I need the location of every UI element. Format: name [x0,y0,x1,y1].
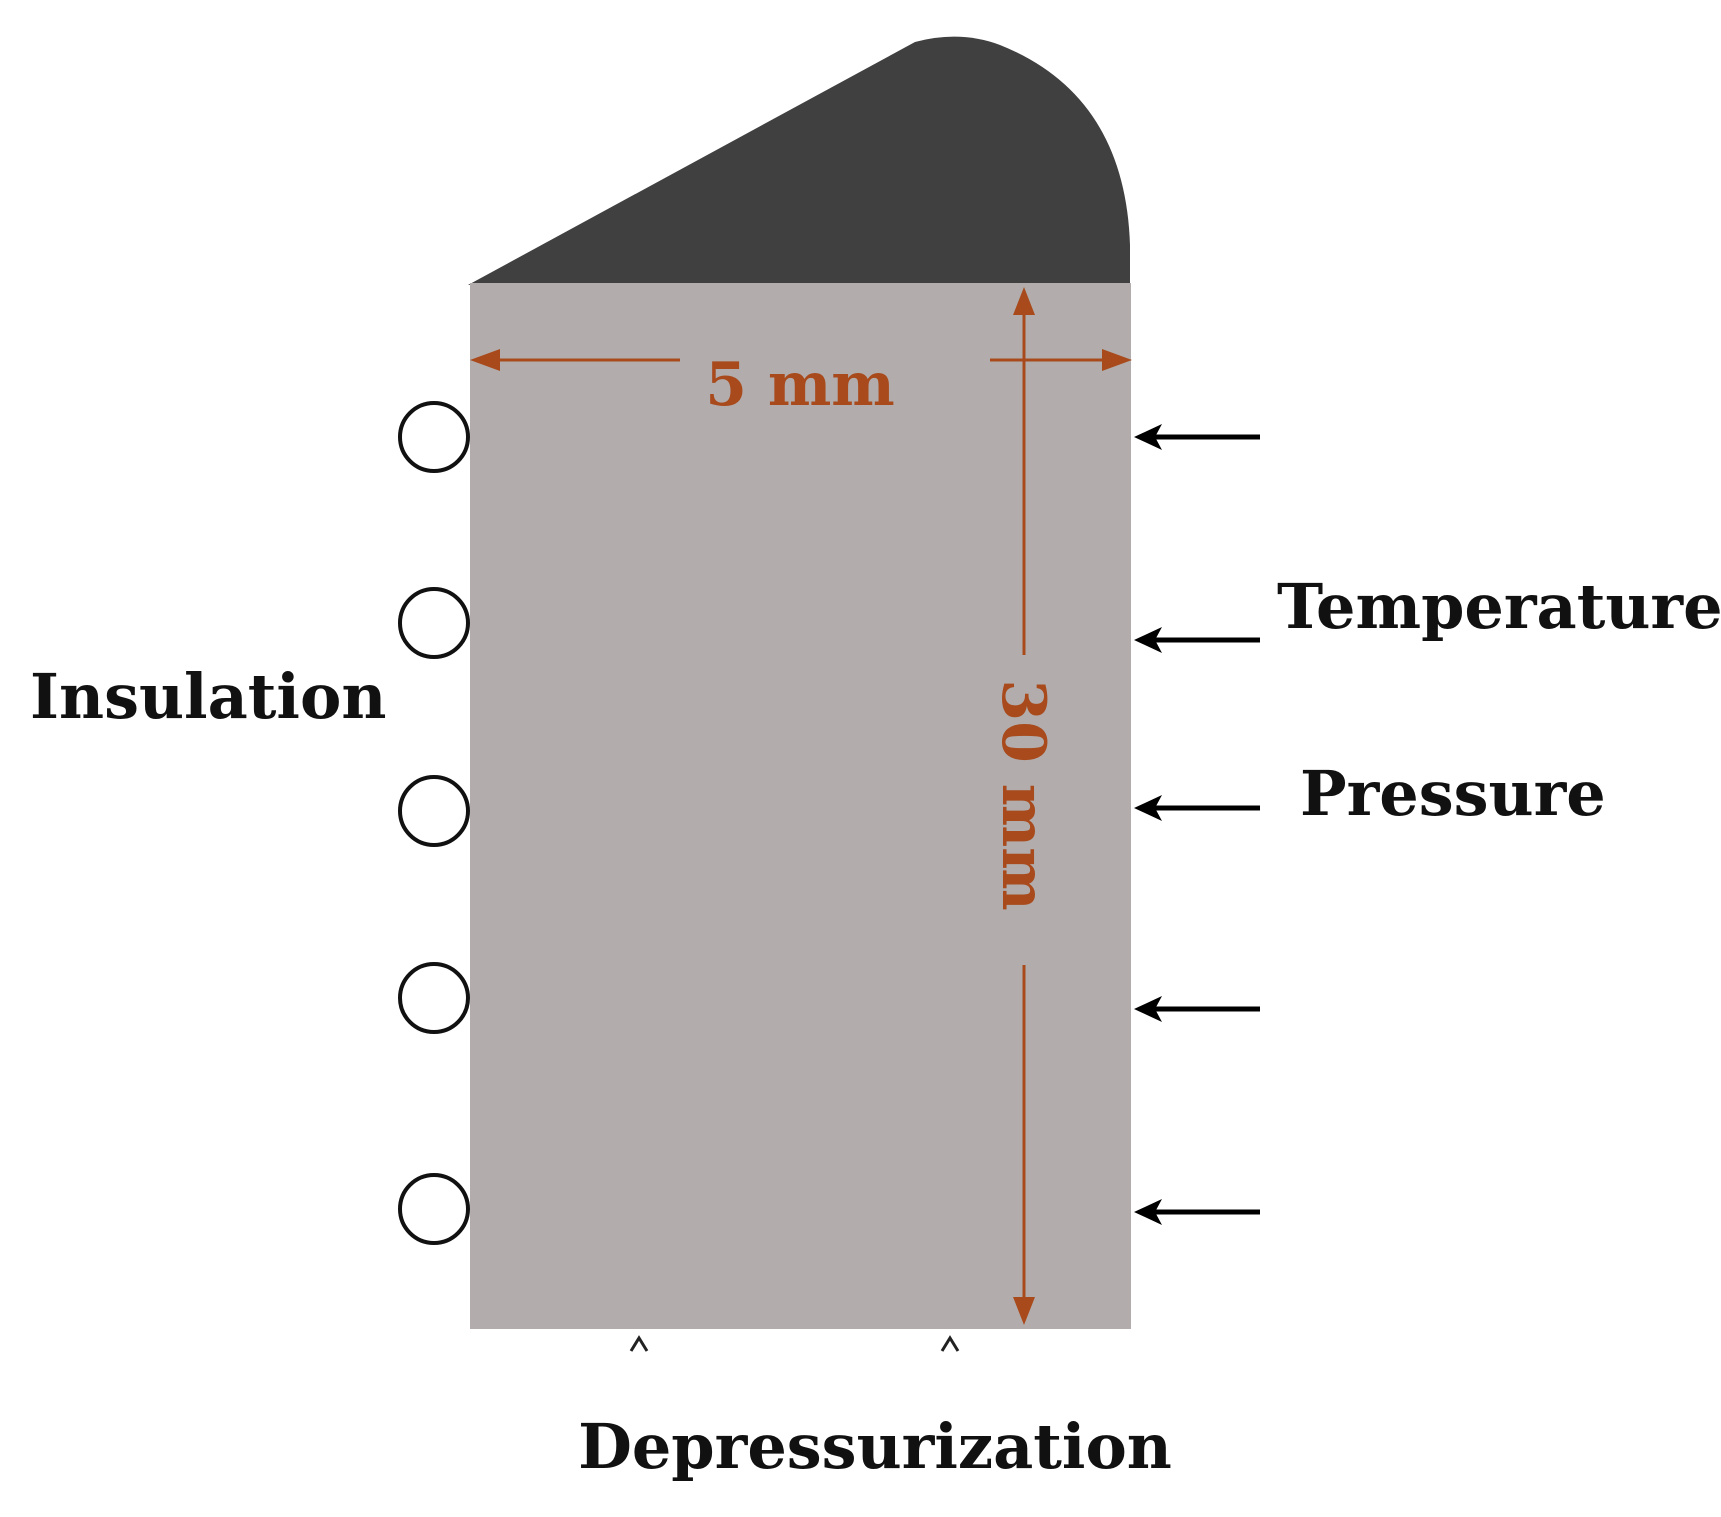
height-dimension [1013,287,1035,1325]
depressurization-caret [629,1335,649,1352]
insulation-label: Insulation [30,660,386,733]
height-dimension-arrow-bottom [1013,1297,1035,1325]
depressurization-marks [629,1335,960,1352]
pressure-label: Pressure [1300,757,1606,830]
depressurization-label: Depressurization [578,1410,1172,1483]
insulation-circle [398,962,470,1034]
pressure-arrows [1134,424,1260,1225]
boundary-arrow-head [1134,795,1162,821]
insulation-circle [398,587,470,659]
boundary-arrow-head [1134,627,1162,653]
sample-cap [468,36,1130,285]
width-dimension-label: 5 mm [705,350,895,420]
boundary-arrow-head [1134,424,1162,450]
height-dimension-arrow-top [1013,287,1035,315]
sample-body [470,283,1131,1329]
insulation-circle [398,775,470,847]
depressurization-caret [940,1335,960,1352]
insulation-markers [398,401,470,1245]
boundary-arrow-head [1134,1199,1162,1225]
width-dimension [470,349,1132,371]
insulation-circle [398,1173,470,1245]
boundary-arrow-head [1134,996,1162,1022]
width-dimension-arrow-left [470,349,500,371]
temperature-label: Temperature [1277,570,1721,643]
insulation-circle [398,401,470,473]
height-dimension-label: 30 mm [988,679,1058,910]
width-dimension-arrow-right [1102,349,1132,371]
